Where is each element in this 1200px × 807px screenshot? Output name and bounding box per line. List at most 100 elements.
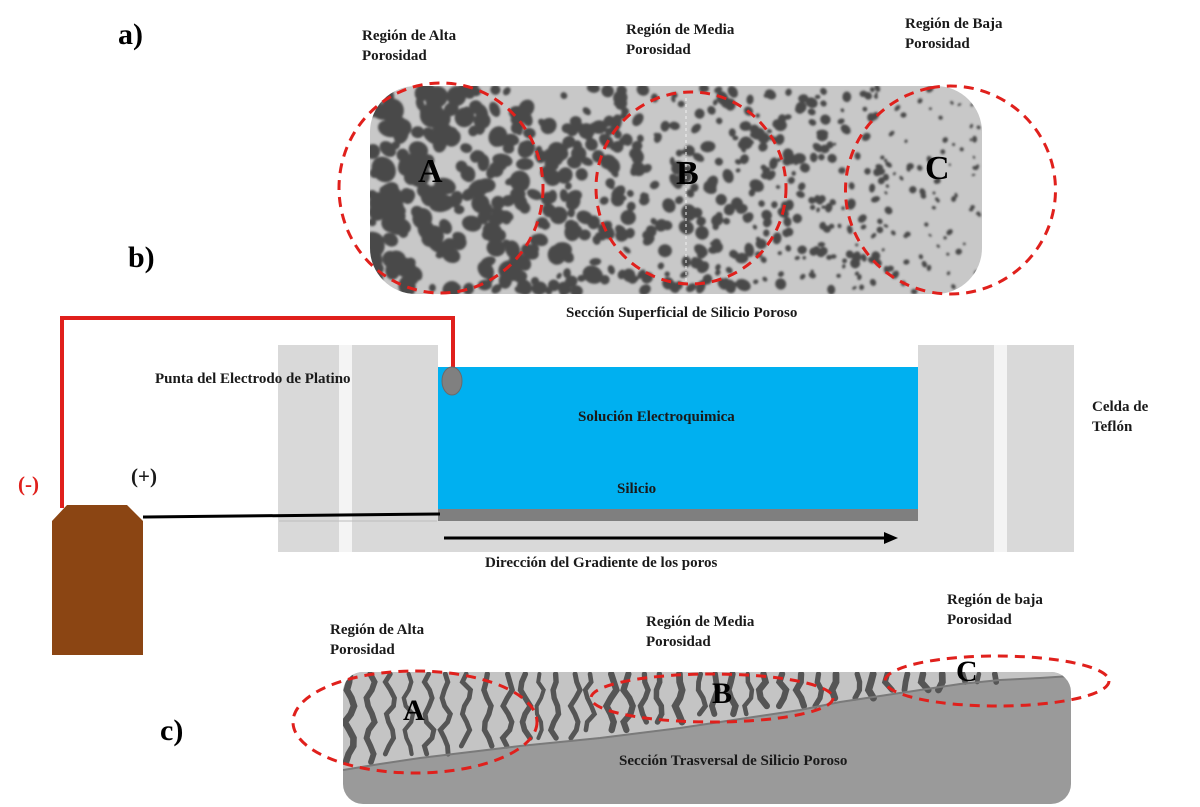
- pore: [370, 218, 377, 227]
- pore: [809, 204, 816, 211]
- pore: [577, 274, 586, 282]
- pore: [799, 163, 810, 173]
- pore: [833, 142, 837, 146]
- pore: [681, 204, 697, 221]
- panel-a-label: a): [118, 18, 143, 51]
- pore: [490, 86, 501, 95]
- pore: [860, 224, 867, 230]
- pore: [711, 238, 721, 249]
- pore-channel: [864, 672, 877, 702]
- pore: [880, 155, 885, 160]
- surface-letter-b: B: [676, 155, 699, 192]
- pore: [846, 225, 853, 234]
- pore: [746, 94, 754, 105]
- pore: [424, 88, 436, 100]
- pore: [631, 152, 641, 162]
- pore-channel: [828, 672, 840, 702]
- pore: [794, 255, 800, 261]
- pore: [557, 167, 573, 184]
- pore: [976, 125, 981, 130]
- pore: [924, 222, 929, 227]
- pore-channel: [547, 672, 562, 741]
- pore: [932, 191, 936, 195]
- pore: [877, 218, 883, 225]
- pore: [649, 180, 660, 190]
- pore: [669, 121, 680, 130]
- pore: [686, 283, 697, 293]
- pore: [715, 264, 721, 271]
- pore: [892, 172, 896, 176]
- pore: [377, 119, 401, 138]
- pore: [766, 170, 776, 181]
- pore: [623, 246, 631, 254]
- pore: [837, 118, 845, 125]
- pore: [869, 183, 876, 193]
- region-c-circle-left: [843, 86, 931, 294]
- pore: [387, 204, 406, 227]
- pore: [599, 196, 609, 205]
- pore: [727, 86, 738, 98]
- pore: [715, 269, 721, 276]
- pore: [477, 261, 495, 279]
- pore: [903, 259, 910, 265]
- pore: [584, 132, 593, 141]
- pore: [762, 276, 768, 282]
- pore: [974, 164, 980, 171]
- pore: [690, 257, 704, 269]
- pore: [498, 161, 507, 171]
- silicon-label: Silicio: [617, 481, 657, 497]
- pore: [515, 177, 530, 192]
- pore: [842, 91, 852, 103]
- pore: [842, 258, 848, 264]
- pore: [650, 218, 658, 225]
- pore: [491, 195, 505, 210]
- pore: [760, 256, 767, 263]
- surface-caption: Sección Superficial de Silicio Poroso: [566, 305, 798, 321]
- pore: [677, 100, 685, 108]
- pore-channel: [742, 672, 755, 717]
- pore: [441, 247, 461, 263]
- pore: [808, 119, 817, 126]
- panel-c-label: c): [160, 714, 184, 747]
- pore: [848, 182, 855, 190]
- pore: [420, 157, 432, 170]
- pore-channel: [620, 672, 636, 734]
- pore-channel: [421, 672, 437, 757]
- pore: [734, 159, 742, 165]
- pore: [802, 256, 807, 260]
- pore: [406, 273, 419, 285]
- negative-wire: [60, 316, 455, 508]
- pore: [694, 244, 708, 257]
- pore: [570, 285, 583, 294]
- pore: [518, 141, 529, 153]
- pore: [568, 225, 583, 239]
- pore: [735, 252, 749, 264]
- pore: [818, 195, 826, 203]
- pore: [888, 130, 895, 137]
- pore: [642, 163, 652, 173]
- pore: [372, 191, 390, 205]
- pore: [827, 284, 836, 294]
- pore: [948, 163, 951, 166]
- pore: [885, 184, 890, 188]
- pore: [805, 97, 818, 108]
- pore: [749, 179, 764, 192]
- pore: [854, 271, 859, 276]
- pore: [870, 232, 877, 239]
- pore: [678, 220, 694, 235]
- pore: [869, 278, 877, 286]
- pore: [416, 183, 433, 198]
- surface-high-porosity-label: Región de Alta Porosidad: [362, 28, 457, 65]
- pore: [885, 161, 892, 168]
- pore: [785, 245, 792, 252]
- pore: [970, 103, 974, 107]
- pore: [762, 217, 772, 228]
- pore: [696, 216, 706, 227]
- pore: [498, 272, 513, 289]
- pore: [703, 184, 717, 194]
- pore: [739, 154, 749, 165]
- surface-medium-porosity-label: Región de Media Porosidad: [626, 22, 735, 59]
- pore: [439, 219, 452, 235]
- pore: [626, 201, 636, 212]
- pore: [753, 279, 759, 285]
